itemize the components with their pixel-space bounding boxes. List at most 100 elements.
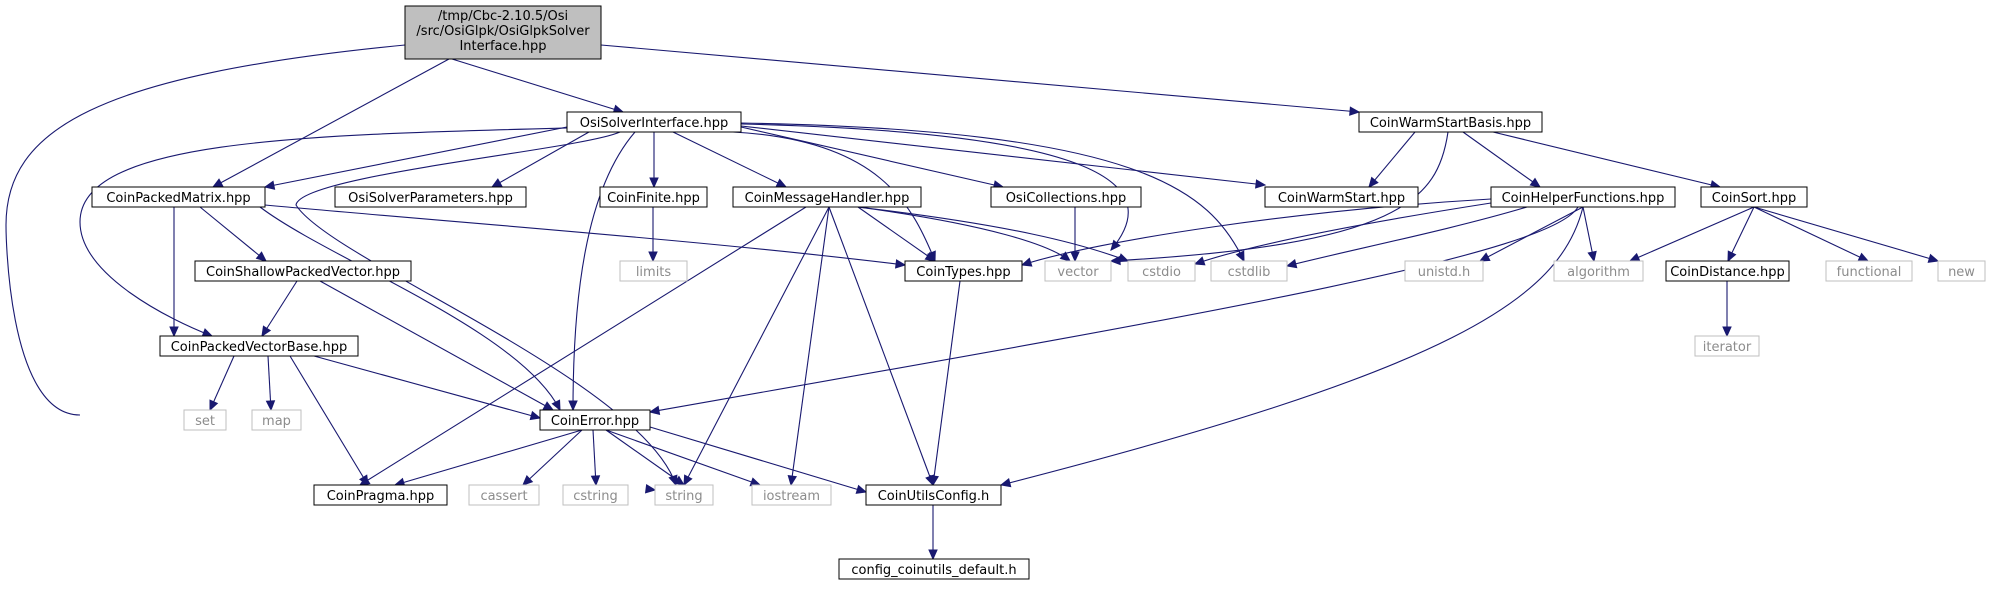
file-node-cmh[interactable]: CoinMessageHandler.hpp (732, 186, 922, 208)
node-label: CoinPragma.hpp (327, 489, 435, 504)
file-node-cpvb[interactable]: CoinPackedVectorBase.hpp (159, 335, 359, 357)
system-header-iostream: iostream (751, 484, 832, 506)
system-header-unistd: unistd.h (1404, 260, 1484, 282)
system-header-vector: vector (1044, 260, 1112, 282)
edge-oc-to-vector (1070, 207, 1080, 263)
file-node-csort[interactable]: CoinSort.hpp (1700, 186, 1808, 208)
node-label: CoinError.hpp (551, 414, 639, 429)
file-node-chf[interactable]: CoinHelperFunctions.hpp (1490, 186, 1676, 208)
node-label: cstring (573, 489, 617, 504)
edge-chf-to-cstdio (1193, 202, 1492, 266)
node-label: map (262, 414, 291, 429)
file-node-oc[interactable]: OsiCollections.hpp (990, 186, 1142, 208)
node-label: CoinPackedVectorBase.hpp (171, 340, 348, 355)
node-label: CoinMessageHandler.hpp (745, 191, 910, 206)
edge-cfin-to-limits (648, 207, 658, 263)
edge-cpvb-to-cprag (289, 355, 369, 487)
dependency-edges (5, 44, 1940, 561)
file-node-cwsb[interactable]: CoinWarmStartBasis.hpp (1358, 111, 1543, 133)
file-node-root[interactable]: /tmp/Cbc-2.10.5/Osi/src/OsiGlpk/OsiGlpkS… (404, 5, 602, 60)
node-label: CoinFinite.hpp (607, 191, 700, 206)
system-header-map: map (251, 409, 302, 431)
node-label: Interface.hpp (459, 39, 546, 54)
node-label: vector (1057, 265, 1099, 280)
system-header-cstdlib: cstdlib (1210, 260, 1288, 282)
node-label: CoinDistance.hpp (1670, 265, 1785, 280)
file-node-cprag[interactable]: CoinPragma.hpp (313, 484, 448, 506)
edge-cpm-to-ctypes (264, 204, 907, 269)
edge-cerr-to-string (605, 429, 686, 486)
edge-cwsb-to-csort (1492, 131, 1722, 190)
edge-osisi-to-string (295, 131, 678, 487)
node-label: CoinWarmStart.hpp (1278, 191, 1405, 206)
node-label: functional (1837, 265, 1902, 280)
node-label: iostream (763, 489, 820, 504)
system-header-set: set (183, 409, 227, 431)
file-node-ctypes[interactable]: CoinTypes.hpp (904, 260, 1023, 282)
file-node-cuc[interactable]: CoinUtilsConfig.h (865, 484, 1002, 506)
node-label: limits (636, 265, 672, 280)
edge-cmh-to-cprag (358, 206, 807, 486)
node-label: CoinTypes.hpp (916, 265, 1010, 280)
file-node-cpm[interactable]: CoinPackedMatrix.hpp (91, 186, 266, 208)
edge-osisi-to-osp (490, 131, 590, 188)
edge-cpvb-to-cerr (313, 355, 542, 421)
edge-root-to-cpm (211, 58, 450, 188)
file-node-cdist[interactable]: CoinDistance.hpp (1665, 260, 1790, 282)
system-header-cstdio: cstdio (1127, 260, 1196, 282)
edge-csort-to-functional (1753, 206, 1870, 262)
node-label: cstdlib (1228, 265, 1271, 280)
edge-osisi-to-cpvb (79, 127, 568, 338)
edge-cwsb-to-cws (1368, 131, 1416, 188)
node-label: /src/OsiGlpk/OsiGlpkSolver (416, 24, 590, 39)
edge-root-to-string (5, 44, 657, 494)
system-header-cstring: cstring (562, 484, 629, 506)
edge-chf-to-ctypes (1020, 198, 1492, 267)
edge-cmh-to-ctypes (857, 206, 937, 262)
file-node-osisi[interactable]: OsiSolverInterface.hpp (566, 111, 742, 133)
file-node-cerr[interactable]: CoinError.hpp (539, 409, 651, 431)
node-label: CoinHelperFunctions.hpp (1502, 191, 1665, 206)
system-header-cassert: cassert (468, 484, 540, 506)
node-label: CoinUtilsConfig.h (878, 489, 990, 504)
node-label: string (665, 489, 702, 504)
edge-cerr-to-cuc (649, 426, 868, 494)
edge-cmh-to-iostream (787, 206, 830, 487)
edge-csort-to-cdist (1727, 206, 1755, 263)
edge-osisi-to-cmh (672, 131, 788, 188)
system-header-algorithm: algorithm (1553, 260, 1644, 282)
system-header-string: string (654, 484, 714, 506)
node-label: algorithm (1567, 265, 1630, 280)
edge-csort-to-new (1753, 206, 1940, 263)
node-label: unistd.h (1418, 265, 1471, 280)
node-label: OsiSolverParameters.hpp (348, 191, 513, 206)
edge-chf-to-cstdlib (1285, 206, 1528, 269)
edge-osisi-to-cpm (263, 126, 568, 190)
system-header-limits: limits (619, 260, 688, 282)
edge-cmh-to-string (683, 206, 830, 487)
edge-osisi-to-cws (740, 125, 1267, 189)
node-label: CoinPackedMatrix.hpp (106, 191, 250, 206)
node-label: CoinShallowPackedVector.hpp (206, 265, 400, 280)
node-label: CoinWarmStartBasis.hpp (1370, 116, 1531, 131)
node-label: config_coinutils_default.h (851, 563, 1016, 578)
file-node-osp[interactable]: OsiSolverParameters.hpp (334, 186, 527, 208)
edge-osisi-to-cerr (568, 131, 636, 412)
node-label: CoinSort.hpp (1712, 191, 1796, 206)
system-header-new: new (1937, 260, 1986, 282)
file-node-cfin[interactable]: CoinFinite.hpp (599, 186, 708, 208)
edge-cwsb-to-chf (1462, 131, 1542, 188)
file-node-cws[interactable]: CoinWarmStart.hpp (1264, 186, 1419, 208)
edge-osisi-to-cstdlib (740, 122, 1245, 263)
node-label: OsiSolverInterface.hpp (580, 116, 729, 131)
edge-cuc-to-ccud (928, 505, 938, 561)
edge-cmh-to-vector (857, 206, 1071, 262)
file-node-ccud[interactable]: config_coinutils_default.h (838, 558, 1030, 580)
edge-cdist-to-iterator (1722, 281, 1732, 338)
edge-chf-to-cuc (999, 206, 1584, 488)
edge-chf-to-cerr (648, 206, 1579, 416)
file-node-cspv[interactable]: CoinShallowPackedVector.hpp (194, 260, 412, 282)
node-label: iterator (1703, 340, 1752, 355)
edge-cerr-to-cassert (522, 429, 583, 486)
